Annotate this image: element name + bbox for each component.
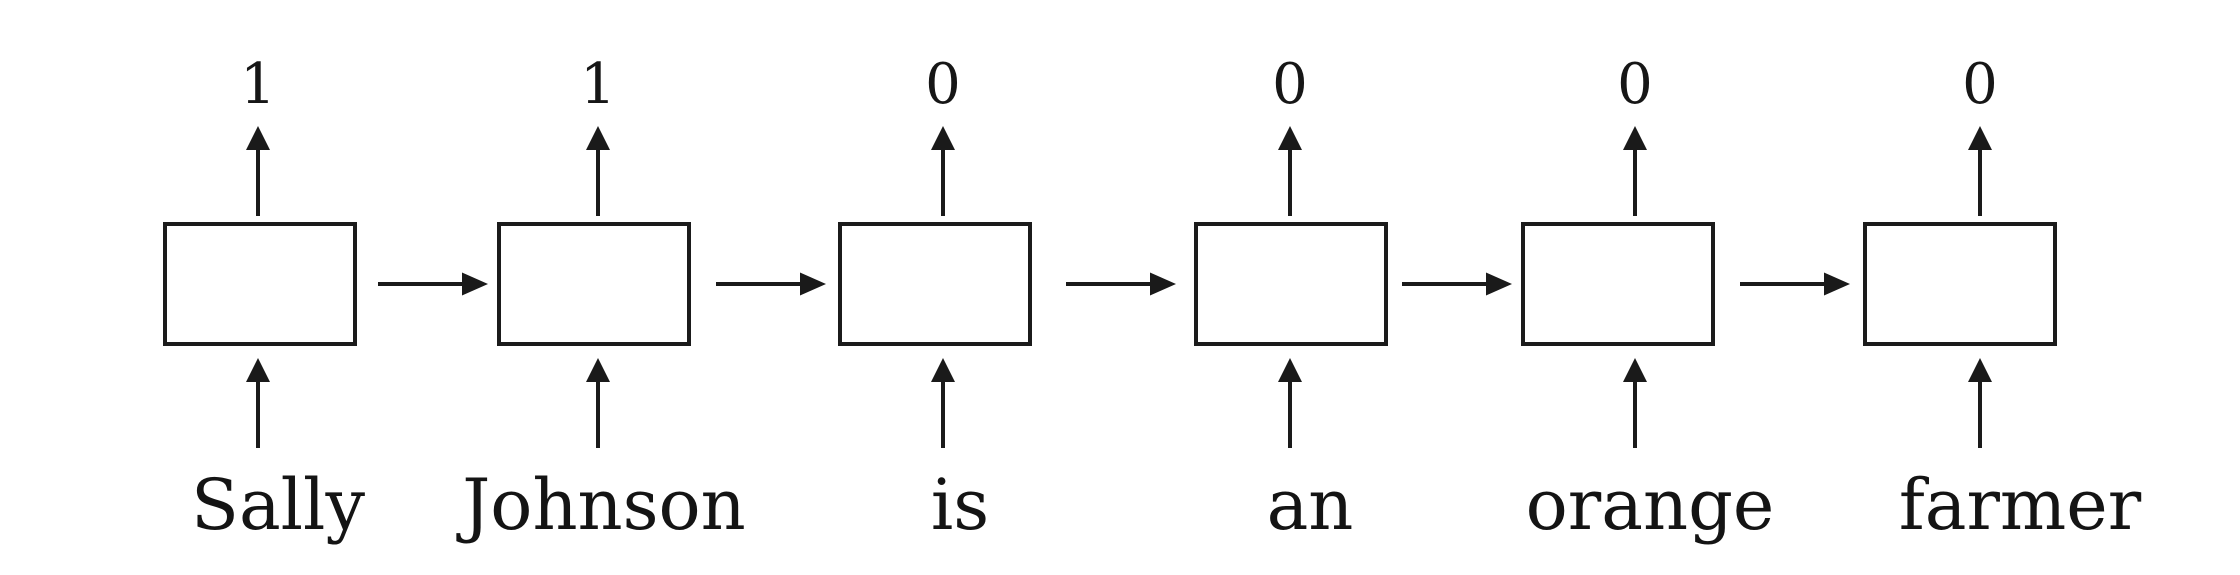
output-label: 1 [580, 52, 616, 117]
recurrent-arrow-icon [1740, 272, 1850, 296]
input-arrow-icon [1278, 358, 1302, 448]
output-label: 0 [1617, 52, 1653, 117]
input-word-label: is [930, 464, 990, 546]
sequence-step-3: 0 is [773, 0, 1113, 575]
output-label: 0 [1272, 52, 1308, 117]
input-arrow-icon [586, 358, 610, 448]
rnn-cell-box [497, 222, 691, 346]
rnn-cell-box [163, 222, 357, 346]
input-arrow-icon [1623, 358, 1647, 448]
recurrent-arrow-icon [1066, 272, 1176, 296]
input-word-label: farmer [1898, 464, 2142, 546]
rnn-cell-box [1194, 222, 1388, 346]
sequence-step-6: 0 farmer [1810, 0, 2150, 575]
recurrent-arrow-icon [1402, 272, 1512, 296]
input-arrow-icon [1968, 358, 1992, 448]
input-word-label: Johnson [462, 464, 746, 546]
sequence-step-5: 0 orange [1465, 0, 1805, 575]
output-arrow-icon [586, 126, 610, 216]
output-arrow-icon [1968, 126, 1992, 216]
recurrent-arrow-icon [716, 272, 826, 296]
recurrent-arrow-icon [378, 272, 488, 296]
input-word-label: Sally [190, 464, 365, 546]
output-arrow-icon [1623, 126, 1647, 216]
input-arrow-icon [246, 358, 270, 448]
rnn-cell-box [1521, 222, 1715, 346]
output-arrow-icon [246, 126, 270, 216]
output-label: 0 [1962, 52, 1998, 117]
sequence-step-1: 1 Sally [88, 0, 428, 575]
input-word-label: orange [1525, 464, 1775, 546]
rnn-cell-box [1863, 222, 2057, 346]
output-label: 0 [925, 52, 961, 117]
rnn-cell-box [838, 222, 1032, 346]
output-arrow-icon [1278, 126, 1302, 216]
sequence-step-2: 1 Johnson [428, 0, 768, 575]
output-label: 1 [240, 52, 276, 117]
input-arrow-icon [931, 358, 955, 448]
input-word-label: an [1266, 464, 1354, 546]
sequence-step-4: 0 an [1120, 0, 1460, 575]
output-arrow-icon [931, 126, 955, 216]
